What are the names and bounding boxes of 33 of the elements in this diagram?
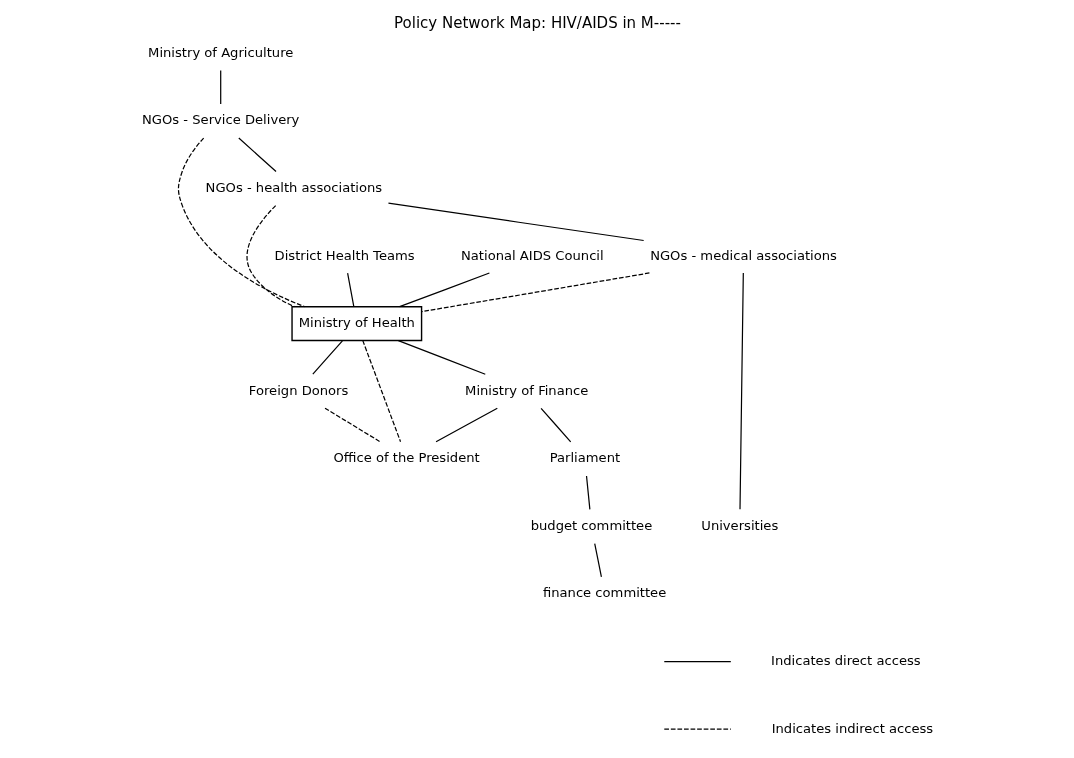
connector bbox=[245, 205, 295, 308]
connector bbox=[593, 542, 602, 578]
connector bbox=[738, 272, 744, 510]
legend-label: Indicates indirect access bbox=[771, 720, 933, 736]
connector bbox=[323, 407, 381, 443]
node-text: Foreign Donors bbox=[248, 382, 348, 398]
node-text: Ministry of Finance bbox=[464, 382, 588, 398]
node-text: NGOs - medical associations bbox=[649, 247, 837, 263]
connector bbox=[397, 340, 486, 375]
connector bbox=[219, 69, 221, 105]
legend-label: Indicates direct access bbox=[770, 653, 921, 669]
node-text: Parliament bbox=[549, 450, 620, 466]
node-text: NGOs - health associations bbox=[205, 179, 382, 195]
diagram-title: Policy Network Map: HIV/AIDS in M----- bbox=[393, 13, 681, 32]
node-text: National AIDS Council bbox=[460, 247, 604, 263]
connector bbox=[540, 407, 571, 443]
connector bbox=[346, 272, 354, 308]
connector bbox=[237, 137, 277, 173]
node-box: Ministry of Health bbox=[290, 306, 422, 342]
connector bbox=[177, 137, 305, 308]
node-text: budget committee bbox=[530, 517, 652, 533]
node-text: NGOs - Service Delivery bbox=[141, 112, 299, 128]
node-text: Universities bbox=[700, 517, 778, 533]
node-text: Office of the President bbox=[332, 450, 480, 466]
connector bbox=[398, 272, 490, 308]
connector bbox=[387, 202, 644, 242]
connector bbox=[361, 340, 401, 443]
connector bbox=[311, 340, 343, 375]
connector bbox=[434, 407, 498, 443]
node-text: District Health Teams bbox=[274, 247, 415, 263]
node-text: Ministry of Agriculture bbox=[147, 44, 293, 60]
node-text: finance committee bbox=[542, 585, 666, 601]
connector bbox=[585, 475, 590, 510]
